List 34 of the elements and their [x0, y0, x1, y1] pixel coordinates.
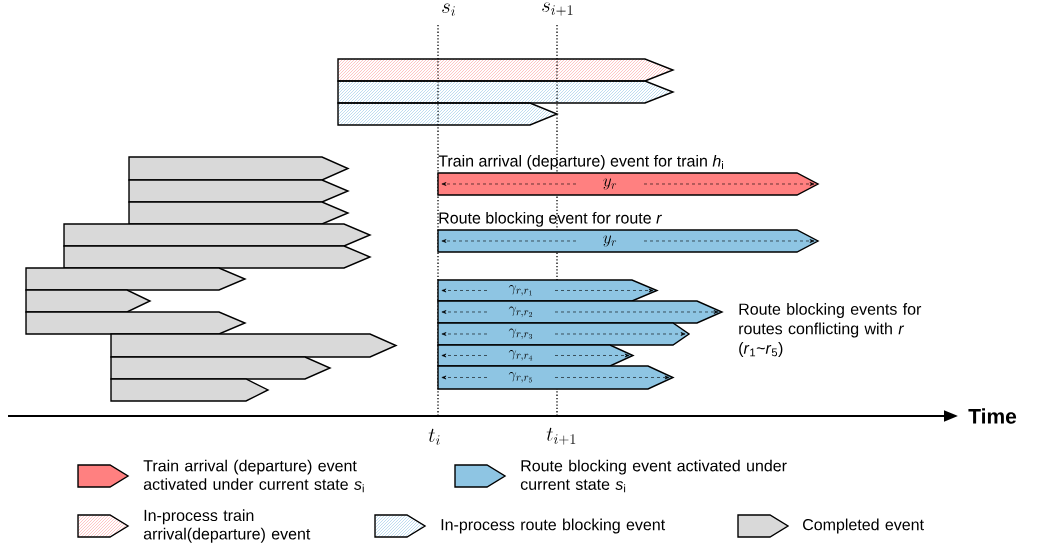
event-bar — [337, 58, 675, 82]
event-bar — [337, 102, 559, 126]
time-label: $t_{i+1}$ — [546, 427, 576, 445]
bar-heading: Route blocking event for route r — [439, 211, 662, 227]
event-bar — [25, 289, 152, 313]
legend-text: In-process route blocking event — [441, 518, 666, 534]
state-label: $s_{i+1}$ — [542, 2, 573, 16]
legend-text: Completed event — [803, 518, 924, 534]
event-bar: $\gamma_{r,r_2}$ — [437, 300, 724, 324]
axis-label: Time — [968, 408, 1017, 424]
event-bar — [110, 378, 270, 402]
event-bar: $y_r$ — [437, 229, 820, 253]
legend-text: Route blocking event activated under current state s$_{i}$ — [520, 459, 787, 493]
event-bar — [110, 356, 332, 380]
legend-text: Train arrival (departure) event activated under current state s$_{i}$ — [143, 459, 364, 493]
event-bar — [63, 245, 372, 269]
state-label: $s_i$ — [442, 3, 455, 16]
event-bar: $y_r$ — [437, 172, 820, 196]
event-bar: $\gamma_{r,r_1}$ — [437, 279, 659, 302]
event-bar — [128, 201, 350, 225]
event-bar — [110, 333, 398, 358]
event-bar: $\gamma_{r,r_4}$ — [437, 344, 635, 367]
event-bar: $\gamma_{r,r_3}$ — [437, 322, 691, 346]
annotation-text: Route blocking events for routes conflicting with r (r$_{1}$~r$_{5}$) — [739, 303, 922, 357]
event-bar — [128, 156, 350, 181]
event-bar — [128, 179, 350, 203]
event-bar — [63, 223, 372, 247]
event-bar — [25, 267, 247, 291]
bar-heading: Train arrival (departure) event for train h$_{i}$ — [438, 154, 723, 170]
event-bar: $\gamma_{r,r_5}$ — [437, 365, 675, 390]
time-label: $t_i$ — [428, 428, 440, 445]
legend-text: In-process train arrival(departure) event — [143, 509, 311, 543]
event-bar — [25, 311, 247, 335]
event-bar — [337, 80, 675, 104]
